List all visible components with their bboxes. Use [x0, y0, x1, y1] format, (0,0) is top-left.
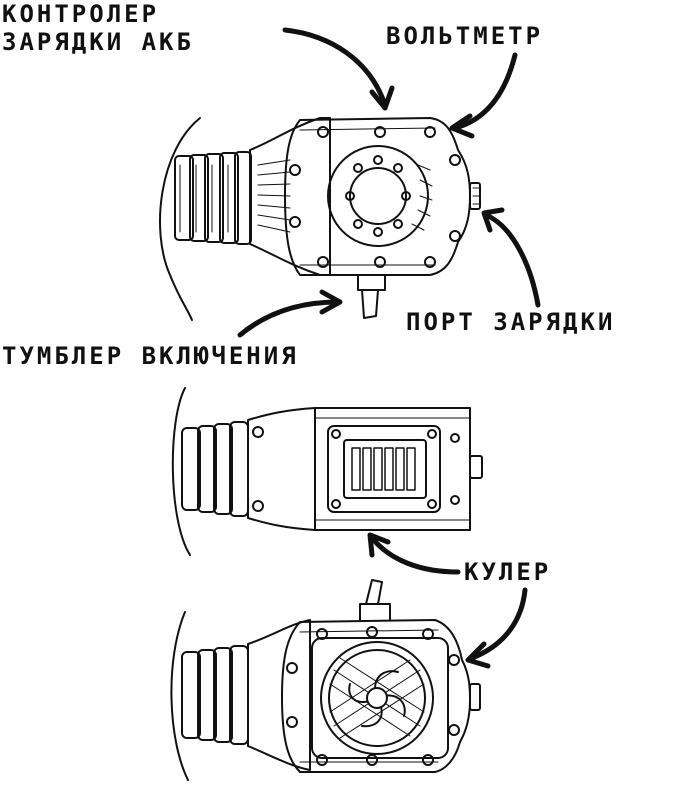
arrow-cooler-bottom [469, 587, 528, 661]
device-bottom-view [170, 579, 481, 781]
label-charge-controller-line2: ЗАРЯДКИ АКБ [2, 28, 194, 56]
power-toggle-switch-bottom [359, 579, 391, 621]
label-voltmeter: ВОЛЬТМЕТР [386, 22, 544, 50]
label-cooler: КУЛЕР [464, 558, 552, 586]
cooler-fan-ring [320, 641, 434, 755]
cooler-fins [351, 447, 416, 491]
pointer-arrows [237, 27, 541, 669]
charge-port-connector [469, 182, 481, 210]
corrugated-hose-bottom [181, 645, 249, 745]
label-power-toggle: ТУМБЛЕР ВКЛЮЧЕНИЯ [2, 342, 299, 370]
arrow-voltmeter [452, 52, 518, 131]
housing-bottom [281, 619, 471, 773]
corrugated-hose-side [181, 421, 249, 517]
label-charge-port: ПОРТ ЗАРЯДКИ [406, 308, 616, 336]
power-toggle-switch [357, 274, 386, 319]
device-side-view [171, 387, 483, 556]
arrow-cooler-side [369, 535, 461, 575]
corrugated-hose-top [174, 151, 252, 245]
center-flange-inner [349, 167, 407, 225]
screw [317, 126, 329, 138]
cooler-grille-frame [327, 425, 441, 513]
device-top-view [159, 117, 481, 321]
label-charge-controller-line1: КОНТРОЛЕР [2, 0, 160, 28]
housing-top [284, 117, 471, 276]
arrow-charge-controller [282, 27, 388, 108]
arrow-power-toggle [237, 299, 341, 338]
hose-outline-top [159, 117, 201, 321]
arrow-charge-port [483, 212, 541, 308]
center-flange-outer [327, 145, 429, 247]
